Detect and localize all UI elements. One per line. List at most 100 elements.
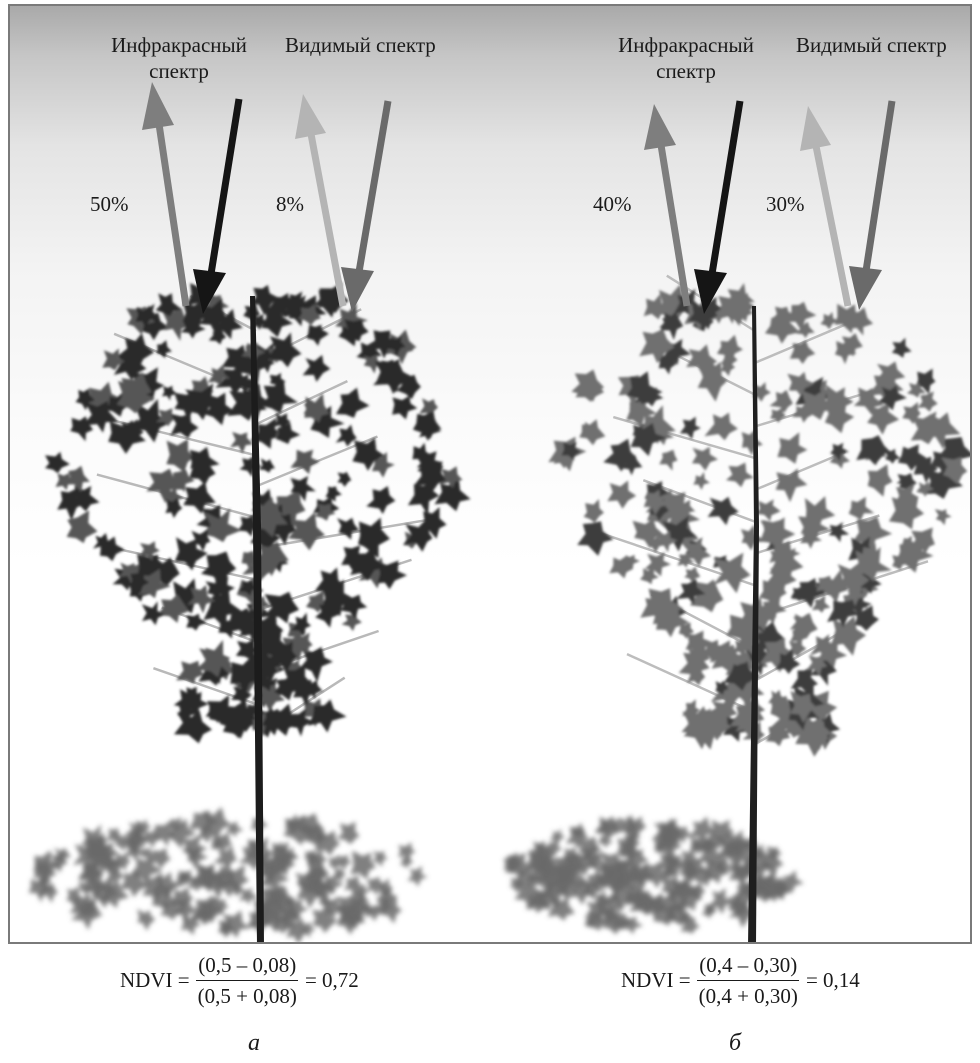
shadow-blob [211, 837, 224, 850]
shadow-blob [625, 879, 654, 908]
shadow-blob [309, 877, 326, 893]
shadow-blob [141, 827, 163, 849]
leaf [180, 315, 206, 339]
leaf [161, 385, 177, 401]
leaf [639, 329, 675, 364]
leaf [711, 644, 746, 673]
leaf [256, 502, 288, 538]
leaf [74, 485, 100, 512]
leaf [186, 613, 207, 631]
leaf [571, 369, 605, 402]
leaf [640, 566, 659, 585]
label-visible-spectrum-right: Видимый спектр [796, 33, 947, 57]
leaf [299, 698, 326, 727]
label-infrared-spectrum-left: Инфракрасный спектр [111, 33, 247, 83]
leaf [626, 399, 657, 428]
leaf [583, 499, 604, 523]
shadow-blob [344, 875, 361, 894]
leaf [827, 600, 859, 628]
arrow-infrared-incoming-left [193, 98, 243, 314]
leaf [66, 510, 98, 544]
leaf [413, 461, 446, 493]
leaf [187, 584, 216, 614]
leaf [723, 660, 761, 691]
shadow-blob [353, 883, 371, 900]
leaf [896, 483, 918, 510]
leaf [630, 422, 667, 457]
leaf [676, 579, 706, 605]
shadow-blob [115, 833, 131, 852]
leaf [108, 420, 146, 454]
leaf [239, 455, 262, 477]
leaf [293, 632, 313, 654]
shadow-blob [186, 845, 209, 870]
leaf [335, 424, 357, 447]
shadow-blob [652, 906, 679, 926]
leaf [236, 704, 258, 726]
leaf [816, 575, 838, 595]
shadow-blob [530, 873, 543, 887]
tree-stressed [548, 274, 970, 942]
leaf [176, 660, 204, 684]
leaf [691, 446, 718, 471]
shadow-blob [106, 827, 122, 844]
shadow-blob [311, 906, 338, 934]
leaf [238, 579, 257, 596]
leaf [915, 368, 936, 395]
leaf [183, 481, 216, 514]
shadow-blob [645, 892, 669, 915]
shadow-blob [556, 865, 581, 888]
caption-right: б [728, 1030, 742, 1056]
shadow-blob [586, 899, 612, 925]
leaf [693, 471, 710, 490]
shadow-blob [85, 839, 105, 858]
leaf [684, 566, 701, 585]
leaf [112, 567, 140, 591]
leaf [660, 316, 684, 341]
shadow-blob [160, 900, 185, 921]
leaf [896, 536, 934, 573]
leaf [771, 306, 795, 328]
leaf [867, 368, 904, 403]
shadow-blob [152, 871, 183, 900]
shadow-blob [151, 883, 177, 912]
shadow-blob [50, 851, 68, 873]
leaf [685, 630, 709, 659]
leaf [195, 639, 233, 678]
leaf [271, 489, 306, 528]
leaf [769, 389, 793, 413]
leaf [55, 473, 75, 491]
leaf [315, 603, 340, 628]
leaf [156, 408, 176, 427]
leaf [392, 395, 418, 420]
leaf [607, 480, 637, 509]
shadow-blob [759, 849, 784, 878]
leaf [848, 496, 875, 521]
shadow-blob [286, 919, 308, 942]
leaf [419, 419, 442, 440]
shadow-blob [66, 886, 82, 908]
leaf [314, 567, 344, 597]
leaf [434, 474, 471, 512]
leaf [298, 303, 321, 326]
leaf [118, 562, 140, 583]
leaf [765, 722, 791, 747]
leaf [341, 545, 365, 572]
shadow-blob [571, 874, 587, 890]
shadow-blob [218, 919, 236, 939]
leaf [439, 466, 463, 489]
shadow-blob [597, 835, 613, 849]
shadow-blob [568, 878, 595, 906]
shadow-blob [367, 876, 386, 897]
leaf [258, 674, 277, 692]
leaf [157, 594, 189, 623]
shadow-blob [137, 908, 156, 931]
shadow-blob [318, 894, 335, 909]
formula-result: = 0,14 [805, 968, 860, 992]
branch [754, 450, 846, 492]
shadow-blob [399, 854, 414, 869]
leaf [102, 348, 125, 371]
leaf [782, 718, 803, 738]
leaf [261, 304, 293, 338]
leaf [760, 518, 796, 553]
